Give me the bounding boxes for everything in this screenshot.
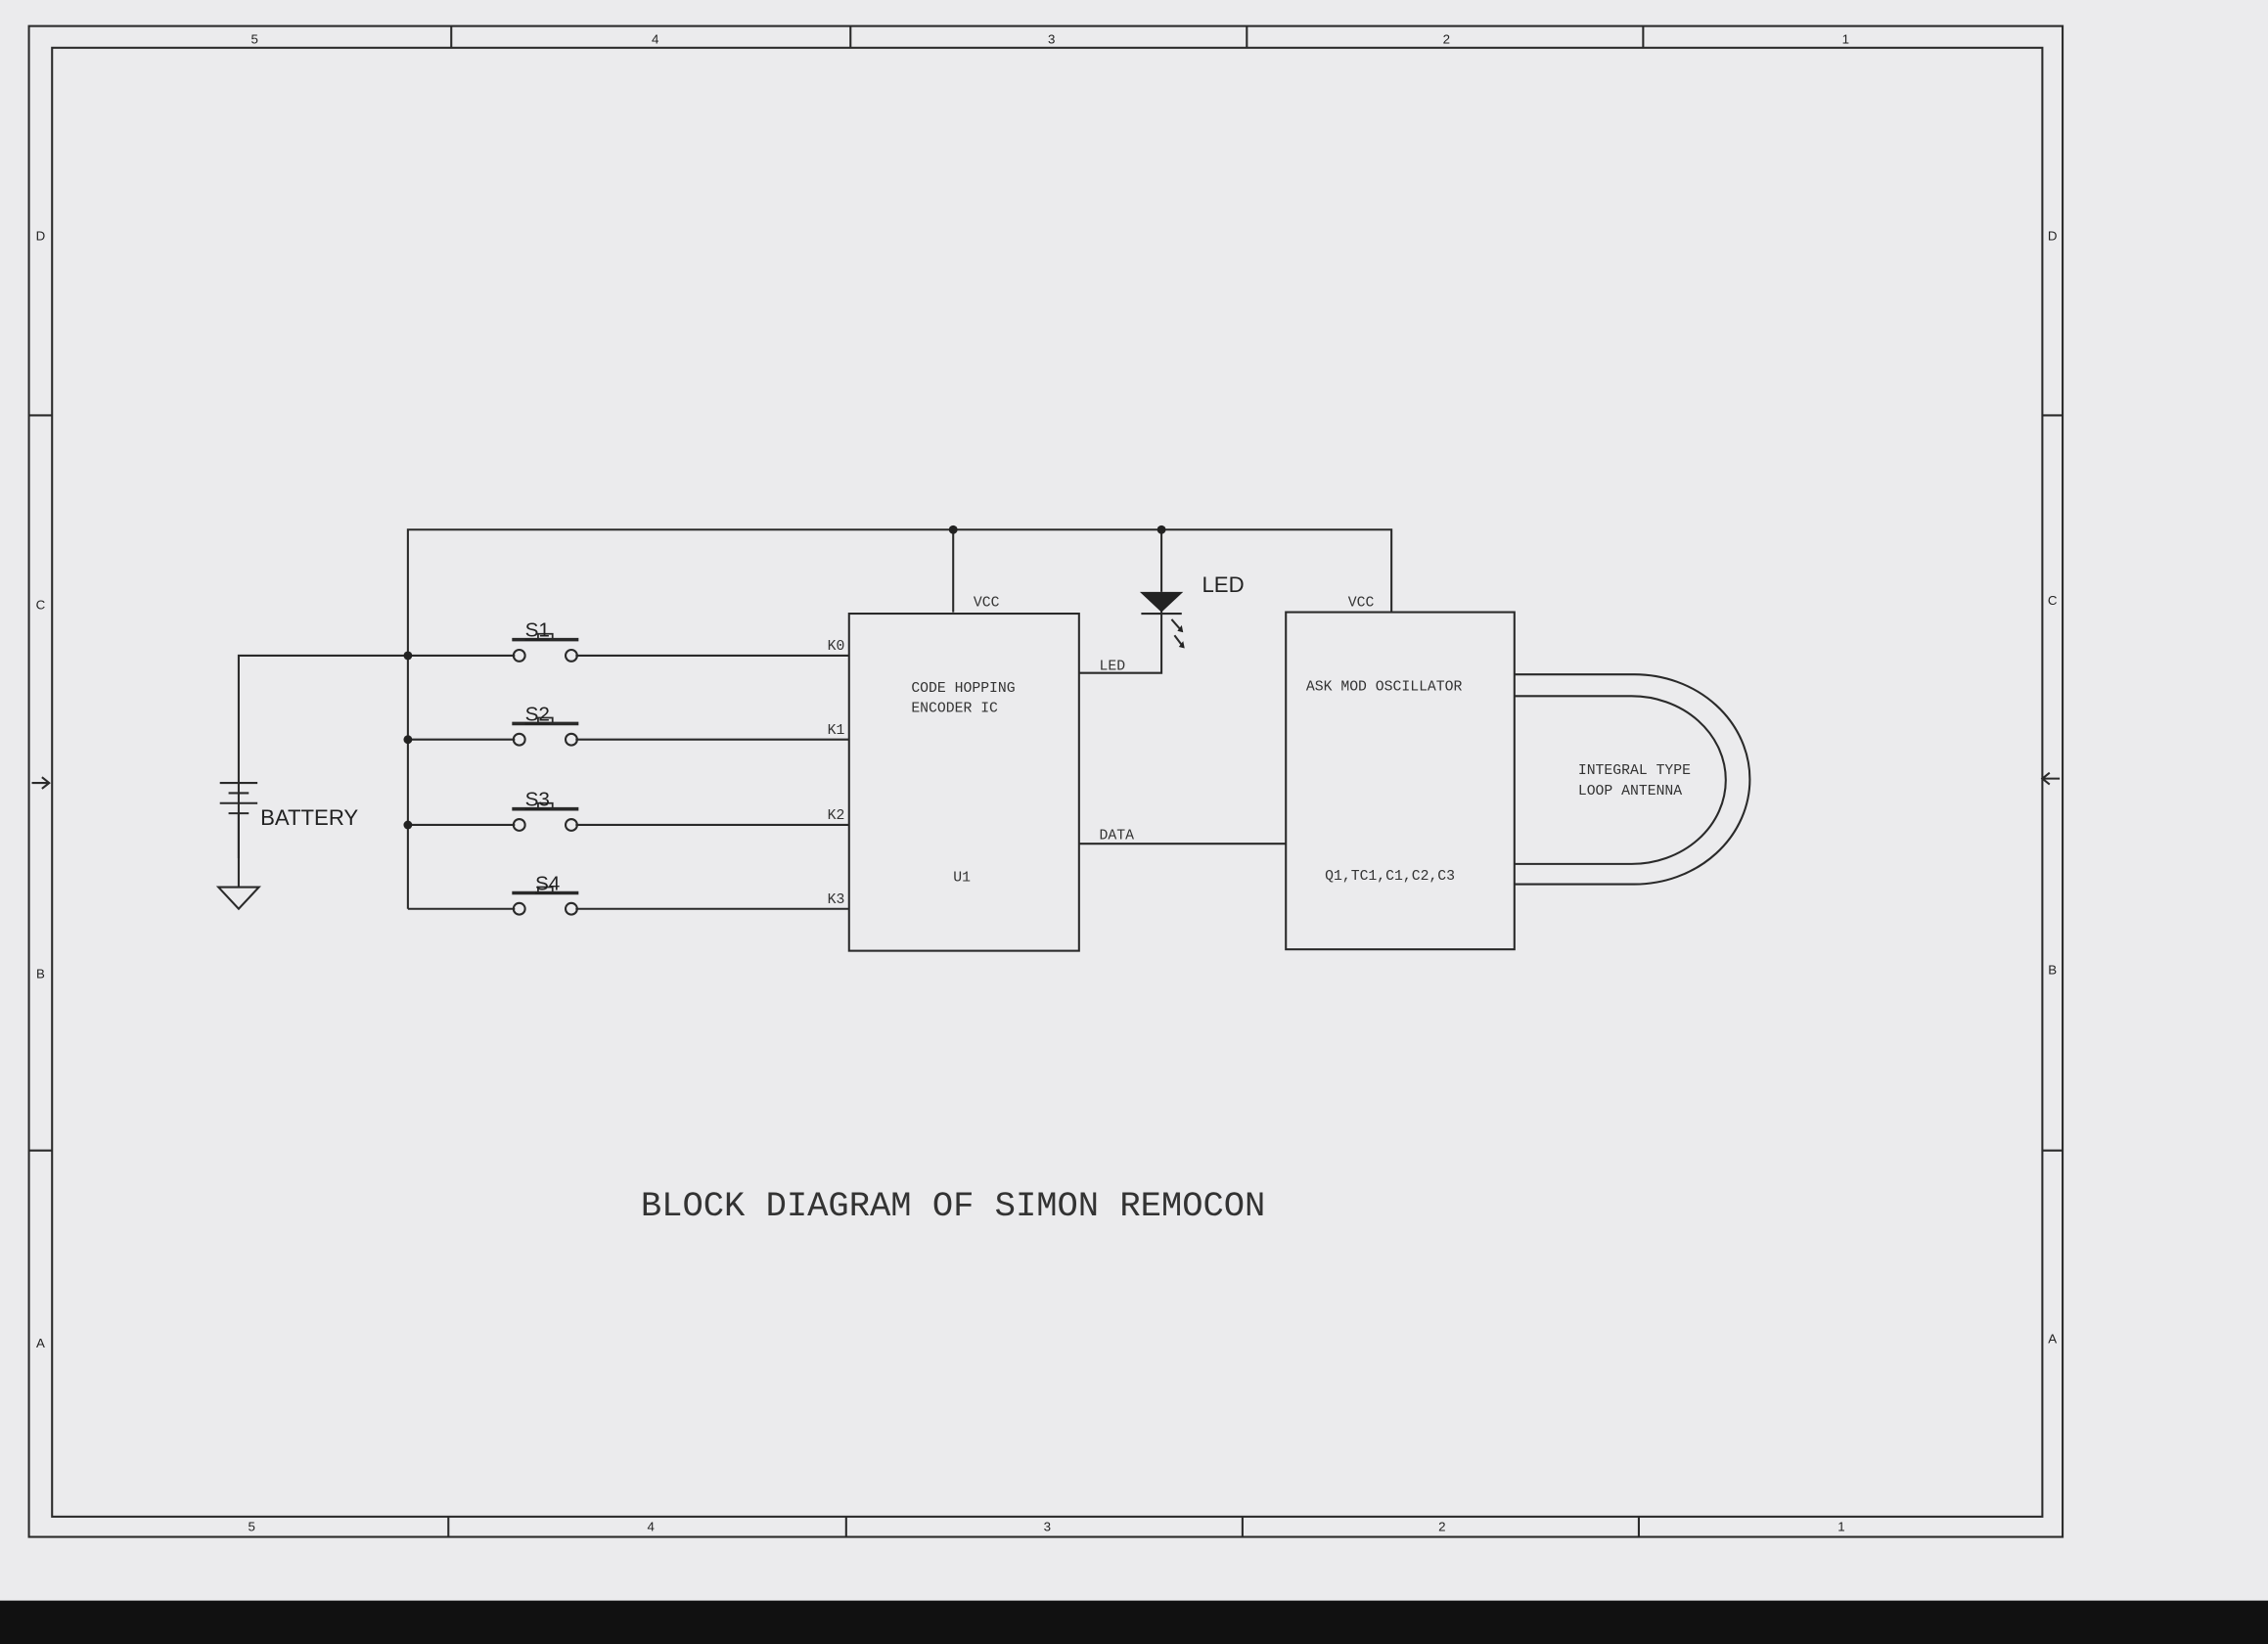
row-label: C [2048, 593, 2058, 608]
row-label: B [2048, 962, 2057, 977]
inner-border [51, 46, 2044, 1518]
push-button-icon [512, 886, 579, 916]
battery-icon [215, 782, 261, 911]
switch-label: S1 [525, 619, 550, 642]
push-switch-s2: S2 [512, 703, 579, 747]
battery-symbol: BATTERY [215, 782, 358, 911]
push-button-icon [512, 801, 579, 832]
column-label: 5 [249, 1520, 255, 1534]
wires [237, 528, 1393, 910]
oscillator-vcc-label: VCC [1348, 596, 1375, 612]
oscillator-name: ASK MOD OSCILLATOR [1306, 679, 1463, 695]
encoder-name-line2: ENCODER IC [911, 702, 998, 717]
column-label: 1 [1837, 1520, 1844, 1534]
column-label: 4 [648, 1520, 655, 1534]
column-label: 5 [250, 31, 257, 46]
encoder-block: VCC CODE HOPPING ENCODER IC U1 K0 K1 K2 … [828, 596, 1135, 952]
center-arrow-left-icon [31, 776, 51, 790]
led-symbol: LED [1139, 572, 1245, 649]
led-label: LED [1202, 572, 1244, 597]
push-button-icon [512, 632, 579, 662]
push-button-icon [512, 716, 579, 747]
row-label: D [2048, 228, 2058, 243]
pin-led: LED [1100, 660, 1126, 675]
pin-k0: K0 [828, 639, 845, 655]
column-label: 1 [1842, 31, 1849, 46]
switch-label: S2 [525, 703, 550, 725]
row-label: A [36, 1336, 45, 1350]
pin-k1: K1 [828, 723, 845, 739]
pin-data: DATA [1100, 829, 1135, 845]
column-label: 3 [1048, 31, 1055, 46]
encoder-ref: U1 [953, 871, 971, 887]
oscillator-block: VCC ASK MOD OSCILLATOR Q1,TC1,C1,C2,C3 [1285, 596, 1516, 951]
junction-dots [403, 525, 1166, 830]
scan-bottom-edge [0, 1600, 2268, 1644]
row-label: B [36, 967, 45, 982]
pin-k2: K2 [828, 808, 845, 824]
switch-label: S4 [535, 873, 560, 895]
oscillator-parts: Q1,TC1,C1,C2,C3 [1325, 869, 1455, 885]
row-label: C [36, 598, 46, 613]
diagram-title: BLOCK DIAGRAM OF SIMON REMOCON [641, 1186, 1265, 1226]
encoder-name-line1: CODE HOPPING [911, 681, 1015, 697]
loop-antenna: INTEGRAL TYPE LOOP ANTENNA [1514, 673, 1751, 886]
push-switch-s4: S4 [512, 873, 579, 916]
switch-label: S3 [525, 789, 550, 811]
drawing-frame: 5 4 3 2 1 5 4 3 2 1 D C B A D C B A [27, 24, 2064, 1538]
column-label: 3 [1044, 1520, 1051, 1534]
encoder-vcc-label: VCC [974, 596, 1000, 612]
pin-k3: K3 [828, 892, 845, 908]
column-label: 2 [1438, 1520, 1445, 1534]
push-switch-s3: S3 [512, 789, 579, 832]
row-label: A [2048, 1331, 2057, 1346]
column-label: 2 [1443, 31, 1450, 46]
row-label: D [36, 228, 46, 243]
center-arrow-right-icon [2040, 771, 2061, 786]
antenna-label-line1: INTEGRAL TYPE [1578, 763, 1691, 779]
led-diode-icon [1139, 591, 1185, 649]
push-switch-s1: S1 [512, 619, 579, 662]
battery-label: BATTERY [260, 805, 358, 830]
outer-border [27, 24, 2064, 1538]
antenna-label-line2: LOOP ANTENNA [1578, 784, 1682, 799]
column-label: 4 [652, 31, 658, 46]
zone-dividers [28, 25, 2064, 1537]
